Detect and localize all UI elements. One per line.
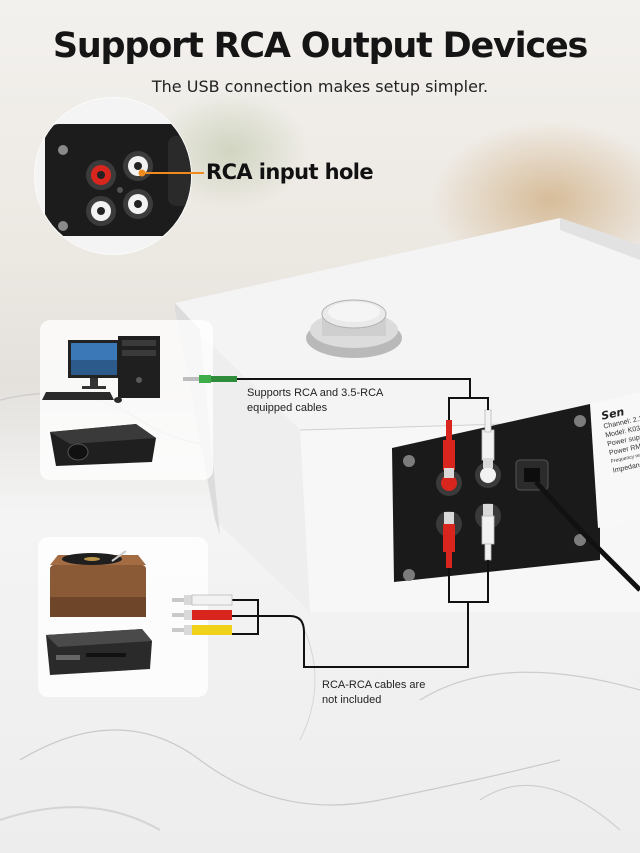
source-devices-panel [40, 320, 213, 480]
cable-lines [232, 378, 489, 668]
cable-support-note: Supports RCA and 3.5-RCA equipped cables [247, 387, 383, 414]
projector-icon [50, 424, 156, 466]
turntable-player-illustration [46, 550, 152, 675]
keyboard-icon [42, 392, 122, 403]
rca-plug-white-bottom [481, 504, 495, 561]
pc-tower-icon [118, 336, 160, 398]
rca-plug-set [172, 594, 233, 635]
rca-plug-white-top [481, 409, 495, 468]
rca-plug-red-top [443, 420, 455, 478]
volume-knob [306, 299, 402, 358]
monitor-icon [68, 340, 120, 389]
power-cable [534, 480, 640, 592]
page-subtitle: The USB connection makes setup simpler. [151, 77, 489, 96]
rca-plug-white [172, 594, 233, 606]
soundbar-top [175, 218, 640, 430]
dvd-player-icon [46, 629, 152, 675]
rca-plug-red [172, 610, 232, 620]
rca-plug-yellow [172, 625, 232, 635]
rca-plug-red-bottom [443, 512, 455, 568]
page-title: Support RCA Output Devices [52, 26, 589, 66]
aux-jack-green [183, 375, 237, 383]
computer-projector-illustration [42, 336, 160, 466]
spec-label [590, 392, 640, 528]
cables-not-included-note: RCA-RCA cables are not included [322, 679, 426, 706]
callout-connector [138, 169, 204, 177]
rca-input-label: RCA input hole [206, 160, 374, 184]
turntable-icon [50, 550, 146, 617]
